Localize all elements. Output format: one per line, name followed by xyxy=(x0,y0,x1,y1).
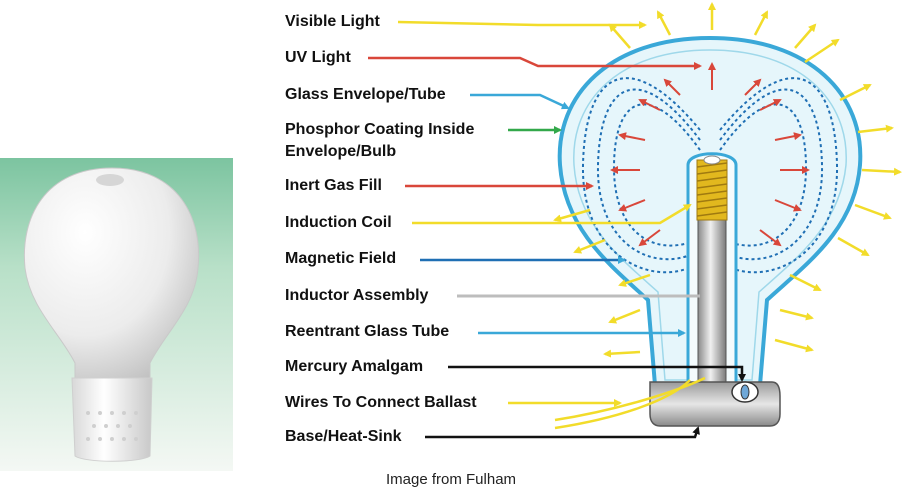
label-induction-coil: Induction Coil xyxy=(285,214,392,231)
induction-bulb-photo xyxy=(0,158,233,471)
label-reentrant-tube: Reentrant Glass Tube xyxy=(285,323,450,340)
induction-coil xyxy=(696,155,728,221)
base-heat-sink xyxy=(649,381,781,427)
visible-light-arrows-outer xyxy=(553,2,902,358)
label-magnetic-field: Magnetic Field xyxy=(285,250,397,267)
image-credit: Image from Fulham xyxy=(386,471,517,488)
label-inductor-assembly: Inductor Assembly xyxy=(285,287,429,304)
label-phosphor-line2: Envelope/Bulb xyxy=(285,143,397,160)
label-visible-light: Visible Light xyxy=(285,13,380,30)
label-mercury-amalgam: Mercury Amalgam xyxy=(285,358,424,375)
label-uv-light: UV Light xyxy=(285,49,351,66)
label-base-heat-sink: Base/Heat-Sink xyxy=(285,428,402,445)
label-phosphor-line1: Phosphor Coating Inside xyxy=(285,121,475,138)
label-leaders xyxy=(368,20,746,439)
label-inert-gas: Inert Gas Fill xyxy=(285,177,382,194)
label-glass-envelope: Glass Envelope/Tube xyxy=(285,86,446,103)
label-wires-ballast: Wires To Connect Ballast xyxy=(285,394,477,411)
uv-arrows-inner xyxy=(610,62,810,247)
magnetic-field-lines xyxy=(581,77,839,274)
